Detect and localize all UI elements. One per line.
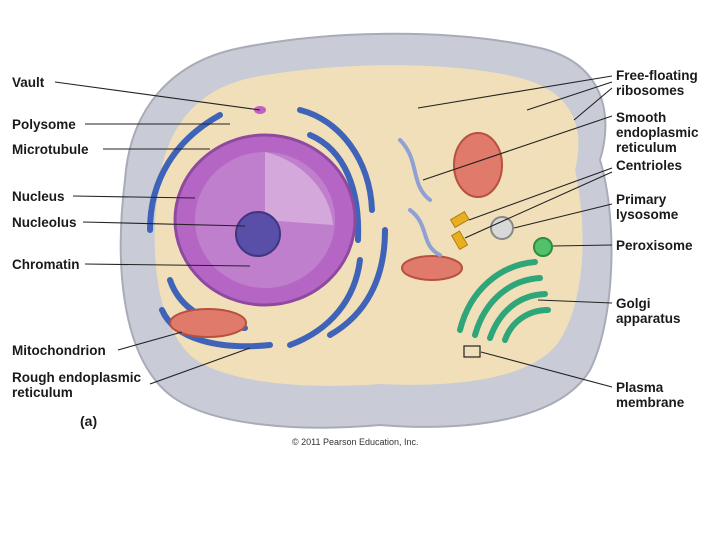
label-centrioles: Centrioles <box>616 158 683 173</box>
leader-lines <box>54 75 613 388</box>
label-polysome: Polysome <box>12 117 76 132</box>
mitochondrion-shape-2 <box>401 255 463 281</box>
nucleolus-shape <box>235 211 281 257</box>
label-mitochondrion: Mitochondrion <box>12 343 106 358</box>
label-free-ribosomes: Free-floating ribosomes <box>616 68 698 98</box>
peroxisome-shape <box>533 237 553 257</box>
label-smooth-er: Smooth endoplasmic reticulum <box>616 110 699 155</box>
golgi-shape <box>457 259 551 343</box>
label-plasma-membrane: Plasma membrane <box>616 380 685 410</box>
label-rough-er: Rough endoplasmic reticulum <box>12 370 142 400</box>
label-nucleus: Nucleus <box>12 189 65 204</box>
chromatin-shape <box>265 152 333 225</box>
label-peroxisome: Peroxisome <box>616 238 693 253</box>
mitochondrion-shape-1 <box>169 308 247 338</box>
copyright: © 2011 Pearson Education, Inc. <box>292 437 419 447</box>
panel-label: (a) <box>80 413 98 429</box>
label-microtubule: Microtubule <box>12 142 89 157</box>
mitochondrion-shape-3 <box>453 132 503 198</box>
smooth-er-shape <box>398 138 442 257</box>
lysosome-shape <box>490 216 514 240</box>
label-nucleolus: Nucleolus <box>12 215 77 230</box>
centrioles-shape <box>449 210 470 251</box>
label-chromatin: Chromatin <box>12 257 80 272</box>
label-golgi: Golgi apparatus <box>616 296 681 326</box>
label-primary-lysosome: Primary lysosome <box>616 192 679 222</box>
membrane-box <box>463 345 481 358</box>
label-vault: Vault <box>12 75 45 90</box>
